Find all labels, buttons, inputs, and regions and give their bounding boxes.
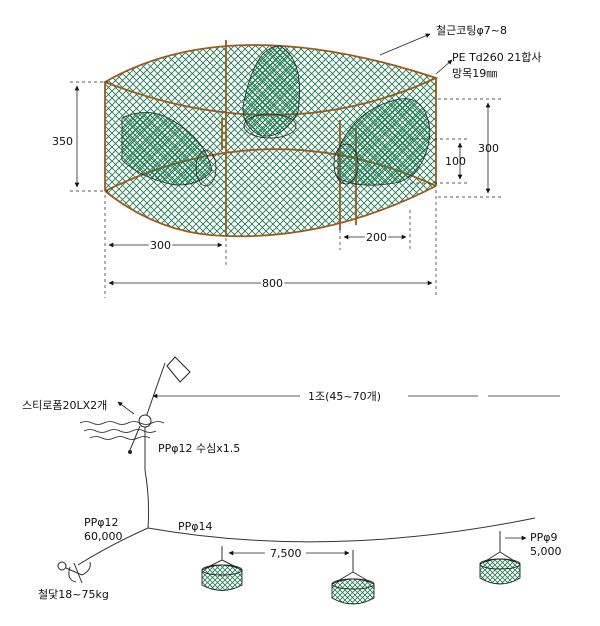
entrance-funnel-top [242,45,300,139]
trap-body [102,40,439,238]
coating-leader [379,33,431,56]
label-branch-2: 5,000 [530,545,562,558]
dim-height-left-value: 350 [52,135,73,148]
dim-height-left: 350 [52,81,108,192]
flag-pole [144,362,166,421]
label-net-spec-2: 망목19㎜ [452,67,497,80]
dim-total-width: 800 [108,190,437,298]
label-set-count: 1조(45~70개) [308,390,381,403]
entrance-funnel-right [333,98,431,186]
dim-entrance-value: 100 [445,155,466,168]
buoy-icon [138,414,152,428]
anchor-line [77,527,149,566]
label-coating: 철근코팅φ7~8 [436,24,507,37]
dim-entrance-width: 200 [339,210,411,250]
label-pp12-anchor-1: PPφ12 [84,516,119,529]
label-main-line: PPφ14 [178,520,213,533]
rigging: 스티로폼20LX2개 PPφ12 수심x1.5 1조(45~70개) PPφ14… [22,356,562,605]
dim-height-right: 300 [438,98,504,198]
dim-half-width-value: 300 [150,239,171,252]
label-spacing: 7,500 [270,547,302,560]
dim-total-width-value: 800 [262,277,283,290]
trap-icon-2 [331,571,375,605]
label-pp12-float: PPφ12 수심x1.5 [158,442,240,455]
dim-entrance-width-value: 200 [366,231,387,244]
dim-height-right-value: 300 [478,142,499,155]
label-net-spec-1: PE Td260 21합사 [452,51,542,64]
dim-entrance: 100 [410,138,470,184]
label-buoy: 스티로폼20LX2개 [22,399,107,412]
anchor-icon [57,561,91,584]
net-spec-leader [435,59,453,75]
label-anchor: 철닻18~75kg [38,588,109,601]
trap-icon-3 [479,551,521,585]
water-surface [79,421,165,425]
label-branch-1: PPφ9 [530,531,558,544]
entrance-funnel-left [121,112,217,187]
main-line [147,517,536,543]
dim-half-width: 300 [104,195,227,298]
trap-icon-1 [201,559,243,591]
trap-bottom-ring-front [104,185,437,238]
flag-icon [166,356,191,383]
trap-net-mesh [105,44,436,237]
label-pp12-anchor-2: 60,000 [84,530,123,543]
